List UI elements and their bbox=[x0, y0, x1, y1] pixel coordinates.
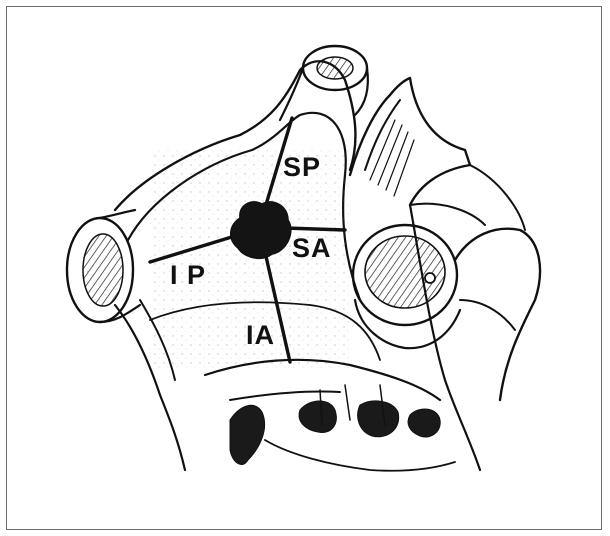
label-ip: I P bbox=[170, 262, 206, 289]
label-ia: IA bbox=[246, 322, 275, 349]
right-outflow bbox=[455, 229, 540, 400]
superior-vessel-lumen bbox=[317, 57, 353, 79]
aortic-lumen bbox=[365, 236, 445, 308]
aortic-wall bbox=[350, 78, 470, 205]
line-sa bbox=[285, 228, 345, 230]
label-sa: SA bbox=[292, 235, 332, 262]
label-sp: SP bbox=[283, 154, 321, 181]
ostium bbox=[425, 273, 435, 283]
trabeculae bbox=[230, 405, 265, 464]
left-vessel-lumen bbox=[83, 234, 123, 306]
